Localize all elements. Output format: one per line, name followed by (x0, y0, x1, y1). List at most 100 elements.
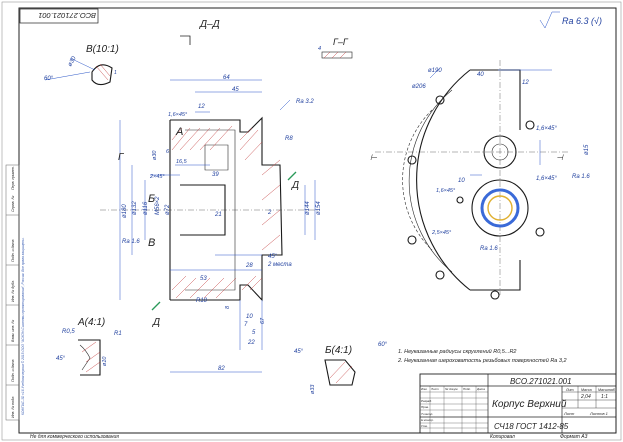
dim-d8: 8 (225, 305, 231, 309)
dim-d10c: ø10 (102, 356, 108, 366)
dim-12b: 12 (522, 80, 529, 86)
dim-chamfer-16: 1,6×45° (168, 112, 188, 118)
dim-chamfer-25: 2,5×45° (431, 230, 452, 236)
roughness-16c: Ra 1.6 (480, 246, 498, 252)
note-2: 2. Неуказанная шероховатость резьбовых п… (397, 357, 567, 364)
dim-r1: R1 (114, 331, 122, 337)
view-b2-detail: Б(4:1) 45° 60° ø33 (294, 342, 388, 394)
section-title-gg: Г–Г (333, 37, 349, 47)
view-a-title: А(4:1) (77, 317, 105, 328)
dim-d144: ø144 (305, 201, 311, 215)
dim-45d: 45° (294, 349, 304, 355)
dim-d206: ø206 (412, 84, 426, 90)
note-1: 1. Неуказанные радиусы скруглений R0,5..… (398, 348, 516, 355)
side-label-4: Подп. и дата (11, 240, 15, 263)
label-g-left: Г (118, 152, 125, 163)
dim-10: 10 (246, 314, 253, 320)
dim-r10: R10 (196, 298, 208, 304)
side-label-1: Подп. и дата (11, 360, 15, 383)
view-b-title: В(10:1) (86, 44, 119, 55)
side-label-3: Инв. № дубл. (11, 280, 15, 302)
view-b-detail: В(10:1) 60° ø30 1 (44, 44, 119, 86)
top-view-arrow-right: ⊣ (556, 153, 564, 162)
tb-role-2: Т.контр. (421, 412, 433, 416)
title-sheets: Листов 1 (589, 411, 608, 416)
title-mass-header: Масса (581, 388, 592, 392)
label-b: Б (148, 193, 155, 205)
dim-40: 40 (477, 72, 484, 78)
roughness-16b: Ra 1.6 (572, 174, 590, 180)
dim-r8: R8 (285, 136, 293, 142)
tb-col-doc: № докум. (445, 387, 458, 391)
dim-21: 21 (214, 212, 222, 218)
dim-60b: 60° (378, 342, 388, 348)
dim-45deg: 45° (268, 254, 278, 260)
dim-d67: 67 (260, 317, 266, 324)
rotated-doc-code: ВСО.271021.001 (38, 11, 96, 20)
tb-role-3: Н.контр. (421, 418, 434, 422)
dim-30: ø30 (67, 55, 78, 68)
dim-chamfer-16b: 1,6×45° (536, 126, 558, 132)
roughness-16: Ra 1.6 (122, 239, 140, 245)
label-d-bottom: Д (152, 317, 160, 328)
dim-d15: ø15 (584, 144, 590, 155)
title-code: ВСО.271021.001 (510, 377, 572, 386)
tb-role-0: Разраб. (421, 399, 432, 403)
section-gg: 4 (318, 46, 353, 59)
title-sheet: Лист (563, 411, 575, 416)
footer-format: Формат A3 (560, 434, 588, 440)
dim-45: 45 (232, 87, 239, 93)
dim-r05: R0,5 (62, 329, 75, 335)
dim-5: 5 (252, 330, 256, 336)
side-strip: Инв. № подл. Подп. и дата Взам. инв. № И… (5, 164, 25, 421)
dim-45c: 45° (56, 356, 66, 362)
dim-m56: M56×2 (155, 196, 161, 215)
tb-col-date: Дата (476, 387, 485, 391)
title-material: СЧ18 ГОСТ 1412-85 (494, 422, 569, 431)
dim-6: 6 (166, 149, 170, 155)
side-label-5: Справ. № (11, 196, 15, 212)
dim-chamfer-16c: 1,6×45° (536, 176, 558, 182)
title-scale: 1:1 (601, 394, 608, 400)
dim-d33: ø33 (310, 384, 316, 394)
dim-28: 28 (245, 263, 253, 269)
roughness-general-symbol: Ra 6.3 (√) (539, 11, 602, 29)
label-v: В (148, 237, 155, 249)
tb-role-1: Пров. (421, 405, 429, 409)
dim-chamfer-2: 2×45° (149, 174, 165, 180)
dim-d190: ø190 (428, 68, 442, 74)
side-label-2: Взам. инв. № (11, 320, 15, 342)
view-b2-title: Б(4:1) (325, 345, 352, 356)
dim-d132: ø132 (132, 201, 138, 215)
roughness-32: Ra 3.2 (296, 99, 314, 105)
dim-1: 1 (114, 70, 117, 76)
dim-2-places: 2 места (267, 262, 292, 268)
dim-d30: ø30 (152, 150, 158, 160)
section-title-dd: Д–Д (199, 19, 220, 30)
view-a-detail: А(4:1) R0,5 R1 45° ø10 (56, 317, 122, 376)
dim-12: 12 (198, 104, 205, 110)
roughness-general-text: Ra 6.3 (√) (562, 16, 602, 26)
section-hatch (171, 125, 281, 299)
side-label-6: Перв. примен. (11, 166, 15, 190)
dim-chamfer-16d: 1,6×45° (436, 188, 456, 194)
label-d-right: Д (291, 180, 299, 191)
dim-d154: ø154 (316, 201, 322, 215)
dim-53: 53 (200, 276, 207, 282)
title-mass: 2,04 (580, 394, 591, 400)
side-label-0: Инв. № подл. (11, 396, 15, 418)
dim-4: 4 (318, 46, 321, 52)
tb-col-izm: Изм. (421, 387, 428, 391)
title-lit-header: Лит. (565, 388, 574, 392)
top-view: ø190 40 ø206 12 1,6×45° ø15 1,6×45° Ra 1… (370, 60, 590, 300)
tb-col-sign: Подп. (463, 387, 471, 391)
dim-39: 39 (212, 172, 219, 178)
footer-left: Не для коммерческого использования (30, 434, 119, 440)
tb-col-list: Лист (430, 387, 439, 391)
dim-82: 82 (218, 366, 225, 372)
dim-10b: 10 (458, 178, 465, 184)
footer-copied: Копировал (490, 434, 515, 440)
rotated-code-box: ВСО.271021.001 (19, 8, 99, 24)
